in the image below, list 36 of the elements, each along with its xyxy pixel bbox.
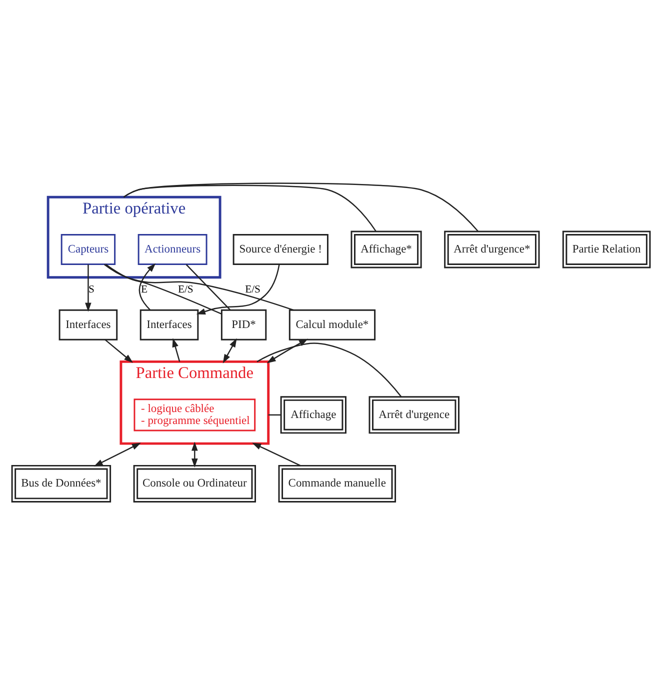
node-box: Arrêt d'urgence xyxy=(368,396,460,434)
connector xyxy=(256,342,402,397)
node-box: Affichage xyxy=(280,396,346,434)
node-box: Capteurs xyxy=(60,234,116,264)
arrow xyxy=(222,338,237,363)
node-box: - logique câblée - programme séquentiel xyxy=(134,398,256,431)
arrow xyxy=(94,442,141,466)
arrow xyxy=(196,264,280,314)
node-box: Arrêt d'urgence* xyxy=(444,230,540,268)
connector xyxy=(106,263,222,314)
node-box: Interfaces xyxy=(58,308,118,340)
node-box: Source d'énergie ! xyxy=(232,234,328,264)
connector xyxy=(104,264,294,310)
node-box: Bus de Données* xyxy=(11,464,112,502)
node-box: Actionneurs xyxy=(138,234,208,264)
node-box: Commande manuelle xyxy=(278,464,396,502)
node-box: Calcul module* xyxy=(288,308,376,340)
edge-label: E/S xyxy=(178,284,194,295)
arrow xyxy=(266,338,308,363)
arrow xyxy=(85,264,92,312)
connector xyxy=(186,264,231,310)
connector xyxy=(123,182,478,232)
arrow xyxy=(192,441,198,468)
arrow xyxy=(138,262,156,310)
node-box: Console ou Ordinateur xyxy=(133,464,256,502)
edge-label: E xyxy=(141,284,148,295)
connector xyxy=(268,414,281,416)
node-box: Interfaces xyxy=(140,308,199,340)
edge-label: E/S xyxy=(245,284,260,295)
arrow xyxy=(104,338,133,362)
node-box: PID* xyxy=(220,308,267,340)
arrow xyxy=(252,442,301,466)
node-box: Affichage* xyxy=(350,230,422,268)
edge-label: S xyxy=(88,284,94,295)
arrow xyxy=(172,338,180,362)
node-box: Partie Relation xyxy=(562,230,651,268)
